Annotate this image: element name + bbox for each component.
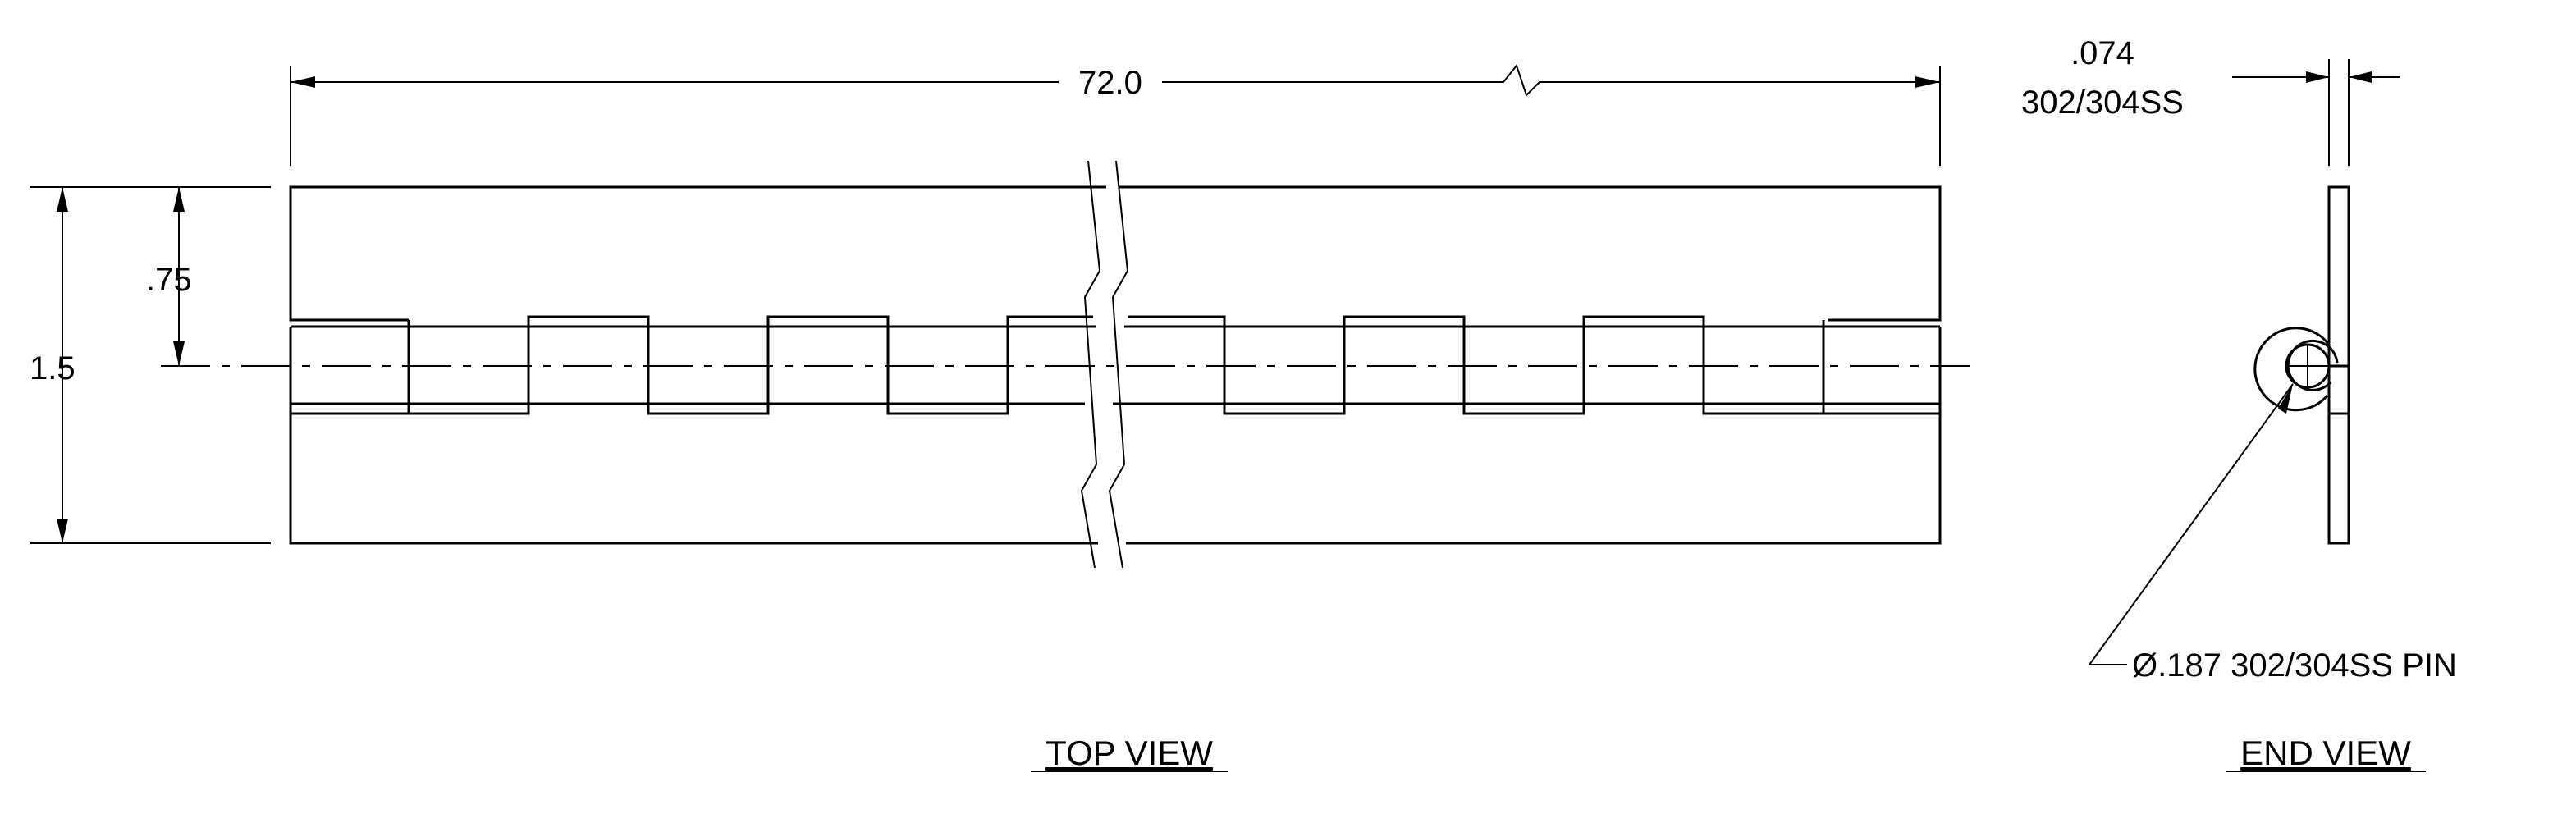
length-dimension: 72.0 [290, 63, 1941, 166]
end-view-title: END VIEW [2240, 734, 2411, 772]
break-line-a [1080, 160, 1101, 569]
width-dimensions: 1.5 .75 [30, 186, 271, 544]
end-view: .074 302/304SS Ø.187 302/304SS PIN [2021, 35, 2457, 684]
end-view-leaf [2327, 185, 2350, 545]
half-width-label: .75 [146, 262, 192, 298]
break-line-b [1108, 160, 1129, 569]
lower-leaf-outline [289, 327, 1942, 545]
length-label: 72.0 [1078, 65, 1142, 101]
barrel-outer [2253, 327, 2331, 412]
knuckle-profile-right [1128, 315, 1825, 415]
thickness-material-label: 302/304SS [2021, 85, 2184, 121]
barrel-inner [2286, 339, 2339, 391]
top-view [161, 160, 1970, 569]
upper-leaf-outline [289, 185, 1942, 322]
knuckle-profile-left [407, 315, 1093, 415]
width-label: 1.5 [30, 350, 75, 386]
pin-callout-label: Ø.187 302/304SS PIN [2132, 647, 2457, 684]
thickness-label: .074 [2070, 35, 2134, 71]
top-view-title: TOP VIEW [1045, 734, 1213, 772]
